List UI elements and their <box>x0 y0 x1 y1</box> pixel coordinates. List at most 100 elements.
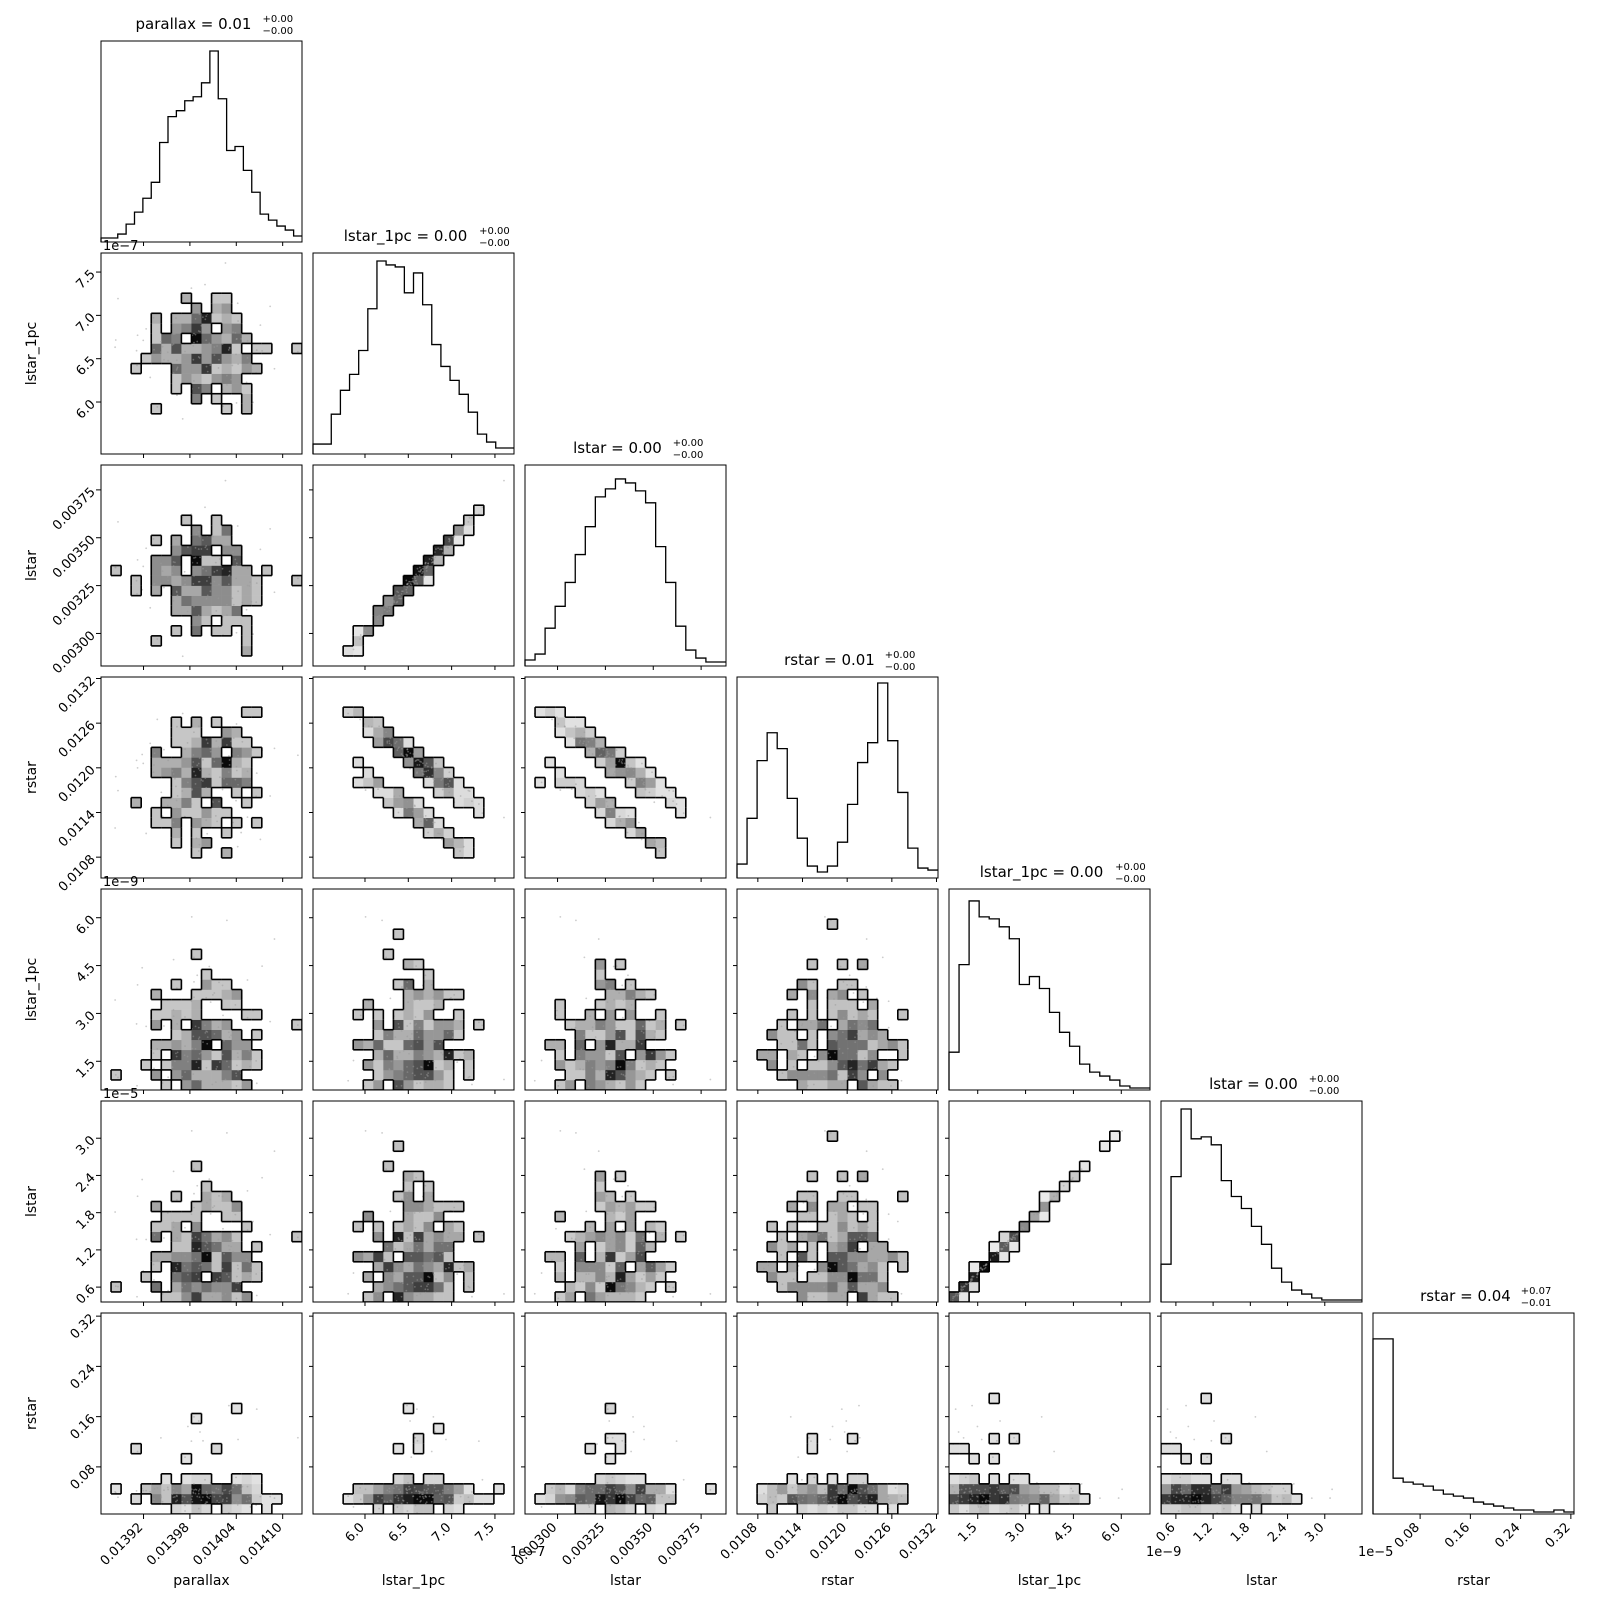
density-cell <box>201 615 212 627</box>
density-cell <box>191 605 202 617</box>
density-cell <box>161 817 172 829</box>
density-cell <box>877 1291 889 1302</box>
sample-point <box>434 556 437 559</box>
density-cell <box>897 1191 909 1202</box>
density-cell <box>201 1261 212 1273</box>
sample-point <box>857 1049 860 1052</box>
sample-point <box>248 1049 251 1052</box>
sample-point <box>1053 1195 1056 1198</box>
density-cell <box>191 787 202 798</box>
sample-point <box>232 331 234 334</box>
sample-point <box>191 766 194 769</box>
sample-point <box>136 766 139 769</box>
density-cell <box>423 1009 434 1020</box>
density-cell <box>453 1261 465 1273</box>
sample-point <box>153 1022 156 1025</box>
density-cell <box>151 1483 162 1495</box>
density-cell <box>151 555 162 566</box>
sample-point <box>672 1075 675 1078</box>
panel-frame <box>312 464 515 667</box>
sample-point <box>381 614 383 616</box>
sample-point <box>176 394 178 397</box>
sample-point <box>192 568 195 571</box>
sample-point <box>477 1021 480 1024</box>
sample-point <box>176 1237 179 1239</box>
panel-frame <box>312 888 515 1091</box>
density-cell <box>221 383 232 394</box>
density-cell <box>595 757 606 768</box>
sample-point <box>177 1516 179 1518</box>
sample-point <box>606 1074 609 1077</box>
sample-point <box>249 753 251 755</box>
density-cell <box>231 1493 242 1505</box>
density-cell <box>221 525 232 536</box>
density-cell <box>585 1079 596 1090</box>
sample-point <box>432 557 435 559</box>
sample-point <box>198 1264 201 1267</box>
density-cell <box>887 1079 899 1090</box>
density-cell <box>797 1049 808 1061</box>
sample-point <box>621 762 624 765</box>
sample-point <box>654 1030 657 1033</box>
sample-point <box>370 725 373 728</box>
density-cell <box>201 605 212 617</box>
sample-point <box>1002 1245 1005 1248</box>
sample-point <box>414 754 417 757</box>
density-cell <box>655 1029 666 1041</box>
sample-point <box>422 576 425 579</box>
sample-point <box>199 1079 201 1082</box>
panel-content <box>533 915 712 1090</box>
density-cell <box>241 1221 253 1232</box>
sample-point <box>611 1024 614 1026</box>
sample-point <box>172 1496 175 1499</box>
sample-point <box>627 764 629 767</box>
density-cell <box>171 625 182 637</box>
density-cell <box>201 1201 212 1212</box>
sample-point <box>448 780 451 782</box>
sample-point <box>205 1066 208 1069</box>
density-cell <box>191 847 202 859</box>
density-cell <box>201 353 212 364</box>
density-cell <box>877 1251 889 1263</box>
density-cell <box>575 737 586 748</box>
sample-point <box>555 716 558 719</box>
density-cell <box>625 1069 636 1081</box>
density-cell <box>373 1019 384 1030</box>
sample-point <box>984 1264 987 1267</box>
sample-point <box>626 1288 629 1291</box>
sample-point <box>215 376 218 379</box>
density-cell <box>837 1029 848 1041</box>
panel-frame <box>100 676 303 879</box>
sample-point <box>397 1022 400 1025</box>
density-cell <box>615 1211 626 1222</box>
sample-point <box>812 981 815 984</box>
sample-point <box>630 1213 633 1216</box>
density-cell <box>635 989 646 1000</box>
density-cell <box>877 1271 889 1283</box>
sample-point <box>836 1031 838 1034</box>
sample-point <box>269 795 272 797</box>
density-cell <box>211 1251 222 1263</box>
density-cell <box>777 1251 788 1263</box>
density-cell <box>191 807 202 818</box>
sample-point <box>255 601 258 604</box>
density-cell <box>433 1049 444 1061</box>
density-cell <box>605 1231 616 1242</box>
sample-point <box>206 594 209 597</box>
sample-point <box>218 1194 220 1197</box>
density-cell <box>231 575 242 586</box>
density-cell <box>211 1493 222 1505</box>
sample-point <box>202 1250 204 1253</box>
density-cell <box>615 1039 626 1051</box>
density-cell <box>111 1483 122 1495</box>
sample-point <box>228 347 231 350</box>
density-cell <box>565 737 576 748</box>
density-cell <box>555 727 566 738</box>
sample-point <box>196 562 199 564</box>
density-cell <box>423 1281 434 1293</box>
density-cell <box>171 1261 182 1273</box>
density-cell <box>857 1291 868 1302</box>
density-cell <box>585 1231 596 1242</box>
sample-point <box>217 746 220 749</box>
sample-point <box>200 779 203 781</box>
